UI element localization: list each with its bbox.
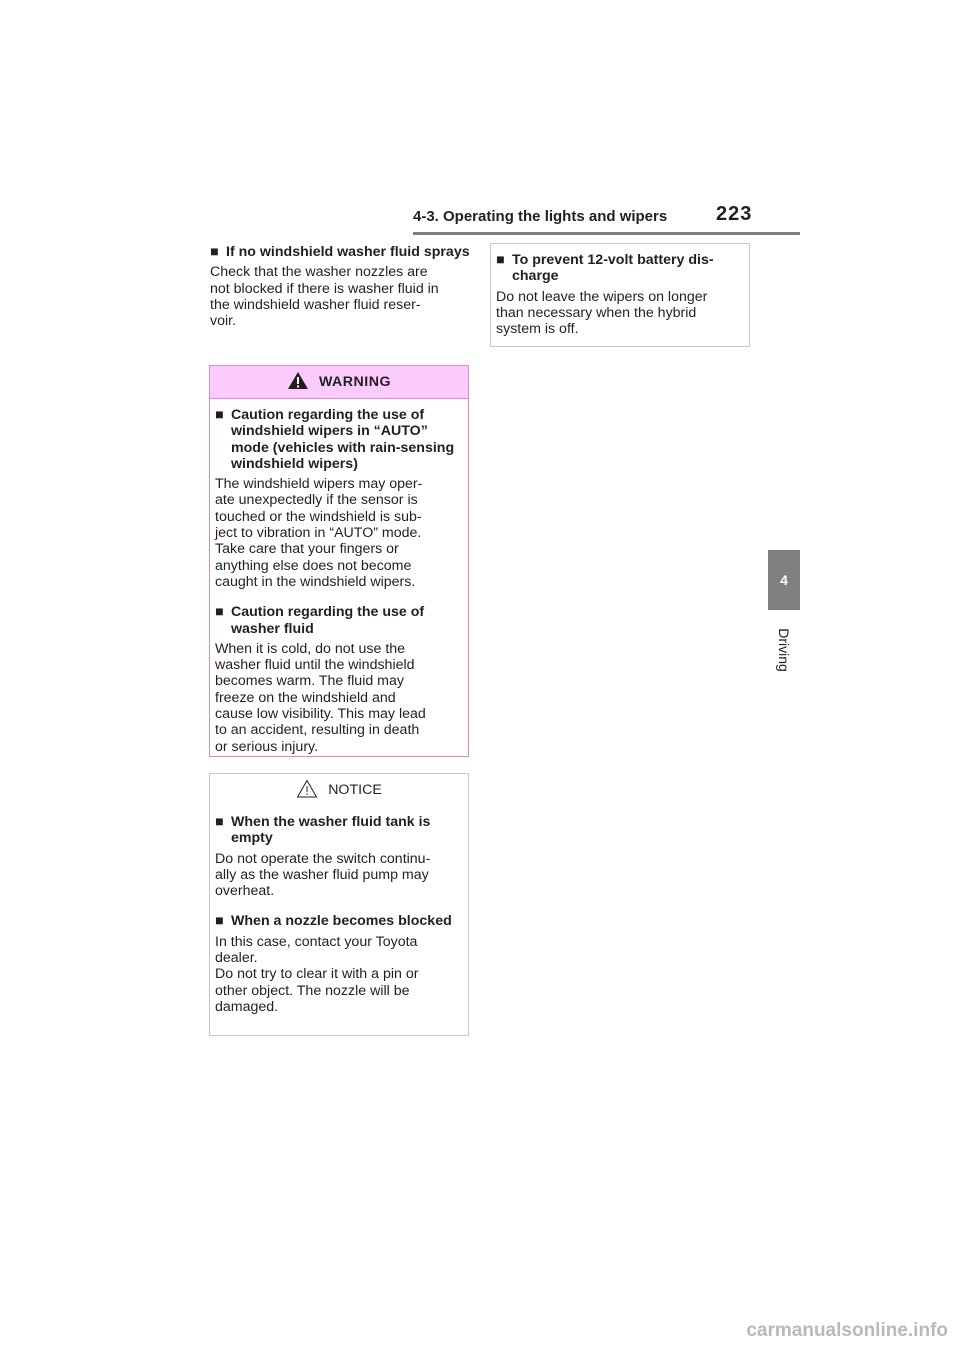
page-number: 223 <box>716 203 753 225</box>
warning-body-1: The windshield wipers may oper- ate unex… <box>215 476 423 590</box>
watermark: carmanualsonline.info <box>746 1320 948 1341</box>
notice-title: NOTICE <box>328 782 382 798</box>
warning-triangle-icon <box>287 371 309 394</box>
section-heading-text: If no windshield washer fluid sprays <box>226 244 470 260</box>
section-heading: ■ If no windshield washer fluid sprays <box>210 244 472 260</box>
caution-triangle-icon <box>296 778 318 802</box>
notice-body-1: Do not operate the switch continu- ally … <box>215 850 431 900</box>
notice-heading-1-text: When the washer fluid tank is empty <box>231 814 431 847</box>
battery-heading: ■ To prevent 12-volt battery dis-charge <box>496 252 741 285</box>
chapter-name: Driving <box>775 628 792 672</box>
header-rule <box>413 232 800 235</box>
washer-fluid-section: ■ If no windshield washer fluid sprays C… <box>210 244 472 329</box>
warning-header: WARNING <box>210 366 468 399</box>
chapter-name-container: Driving <box>762 620 806 680</box>
warning-content: ■ Caution regarding the use of windshiel… <box>210 407 468 755</box>
warning-heading-2-text: Caution regarding the use of washer flui… <box>231 604 425 637</box>
bullet-square-icon: ■ <box>215 407 224 423</box>
notice-heading-2: ■ When a nozzle becomes blocked <box>215 913 466 929</box>
battery-section: ■ To prevent 12-volt battery dis-charge … <box>496 252 741 337</box>
chapter-number: 4 <box>780 572 788 588</box>
section-body: Check that the washer nozzles are not bl… <box>210 264 439 330</box>
bullet-square-icon: ■ <box>215 604 224 621</box>
warning-box: WARNING ■ Caution regarding the use of w… <box>209 365 469 757</box>
notice-body-2: In this case, contact your Toyota dealer… <box>215 933 419 1015</box>
notice-heading-2-text: When a nozzle becomes blocked <box>231 913 452 930</box>
battery-discharge-box: ■ To prevent 12-volt battery dis-charge … <box>490 243 750 347</box>
warning-heading-1: ■ Caution regarding the use of windshiel… <box>215 407 466 472</box>
battery-body: Do not leave the wipers on longer than n… <box>496 288 708 338</box>
warning-body-2: When it is cold, do not use the washer f… <box>215 640 426 755</box>
bullet-square-icon: ■ <box>210 244 219 260</box>
notice-box: NOTICE ■ When the washer fluid tank is e… <box>209 773 469 1036</box>
section-title: 4-3. Operating the lights and wipers <box>413 208 668 225</box>
bullet-square-icon: ■ <box>496 252 505 268</box>
warning-title: WARNING <box>318 374 392 390</box>
warning-heading-1-text: Caution regarding the use of windshield … <box>231 407 455 472</box>
warning-heading-2: ■ Caution regarding the use of washer fl… <box>215 604 466 637</box>
bullet-square-icon: ■ <box>215 814 224 830</box>
chapter-tab: 4 <box>768 550 800 610</box>
notice-content: ■ When the washer fluid tank is empty Do… <box>210 814 468 1015</box>
bullet-square-icon: ■ <box>215 913 224 930</box>
notice-header: NOTICE <box>210 774 468 806</box>
notice-heading-1: ■ When the washer fluid tank is empty <box>215 814 466 847</box>
battery-heading-text: To prevent 12-volt battery dis-charge <box>512 252 714 285</box>
